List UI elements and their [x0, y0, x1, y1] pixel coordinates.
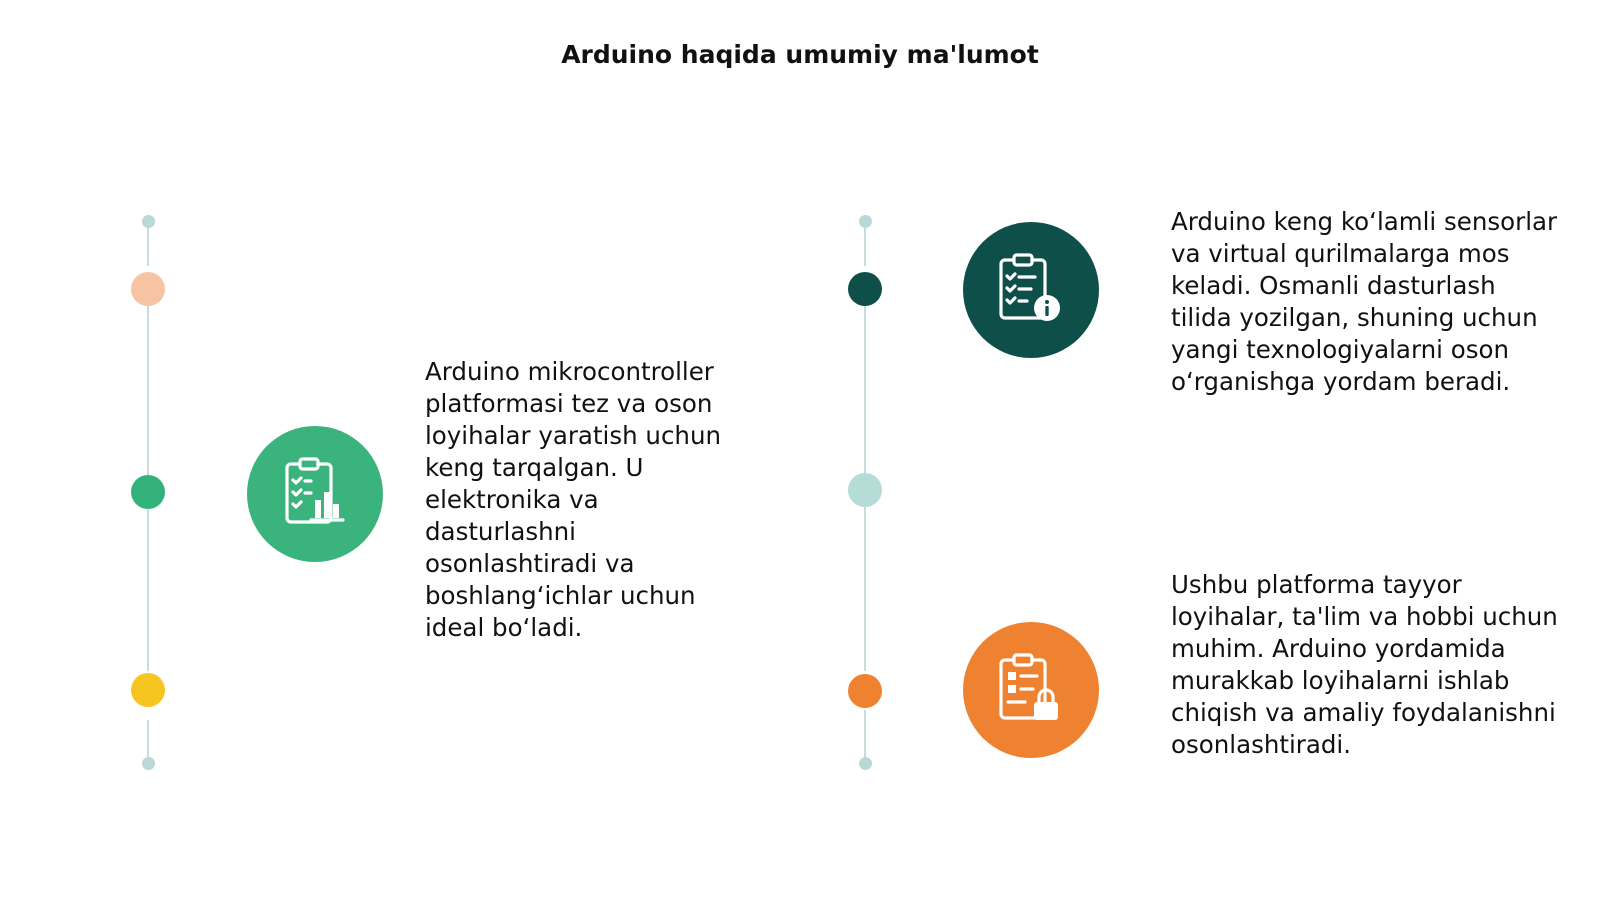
icon-circle-teal	[963, 222, 1099, 358]
timeline-dot-yellow	[131, 673, 165, 707]
timeline-dot-peach	[131, 272, 165, 306]
timeline-line-left	[147, 222, 149, 266]
timeline-cap-bottom	[859, 757, 872, 770]
timeline-item-text: Arduino keng ko‘lamli sensorlar va virtu…	[1171, 207, 1558, 396]
icon-circle-green	[247, 426, 383, 562]
icon-circle-orange	[963, 622, 1099, 758]
timeline-line-right	[864, 305, 866, 475]
timeline-dot-dark-teal	[848, 272, 882, 306]
timeline-line-left	[147, 507, 149, 671]
timeline-cap-top	[859, 215, 872, 228]
timeline-item-text: Ushbu platforma tayyor loyihalar, ta'lim…	[1171, 570, 1558, 759]
timeline-item-text: Arduino mikrocontroller platformasi tez …	[425, 357, 721, 642]
timeline-line-right	[864, 222, 866, 266]
timeline-dot-mint	[848, 473, 882, 507]
timeline-line-left	[147, 720, 149, 760]
timeline-cap-top	[142, 215, 155, 228]
timeline-dot-orange	[848, 674, 882, 708]
page-title: Arduino haqida umumiy ma'lumot	[561, 40, 1039, 69]
timeline-cap-bottom	[142, 757, 155, 770]
timeline-dot-green	[131, 475, 165, 509]
clipboard-chart-icon	[285, 457, 345, 524]
clipboard-lock-icon	[999, 653, 1058, 720]
timeline-line-right	[864, 507, 866, 671]
timeline-line-left	[147, 305, 149, 475]
timeline-line-right	[864, 710, 866, 760]
clipboard-info-icon	[999, 253, 1060, 321]
